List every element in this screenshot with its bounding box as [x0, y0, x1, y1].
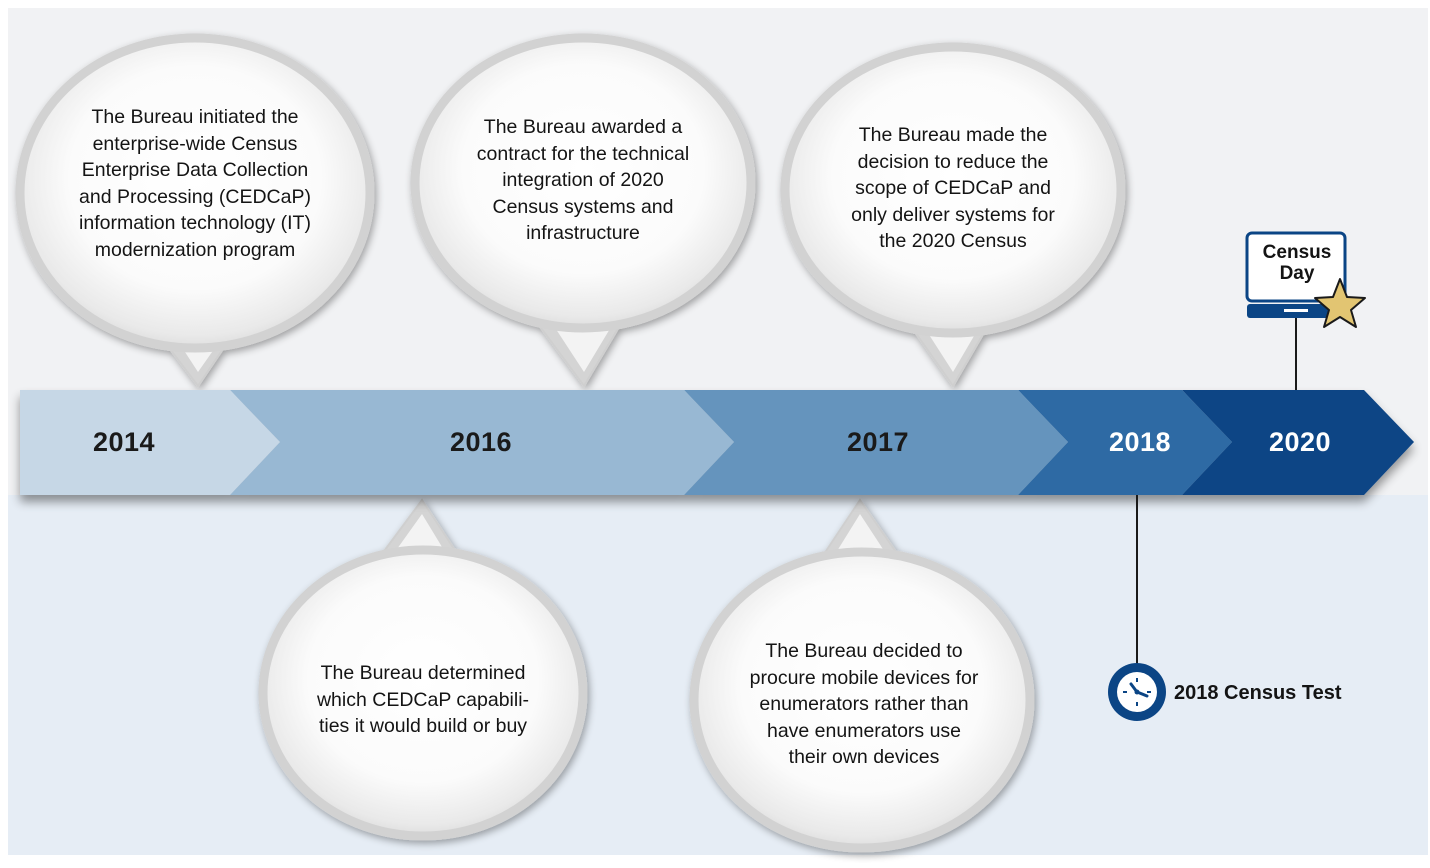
event-text-2017-below: The Bureau decided to procure mobile dev… — [714, 638, 1014, 771]
chevron-2017 — [684, 390, 1068, 495]
census-test-label: 2018 Census Test — [1174, 682, 1342, 704]
event-line: infrastructure — [526, 222, 640, 244]
event-text-2016-above: The Bureau awarded a contract for the te… — [433, 114, 733, 247]
census-day-line: Census — [1262, 242, 1332, 263]
event-text-2014: The Bureau initiated the enterprise-wide… — [45, 104, 345, 263]
event-line: The Bureau made the — [858, 124, 1048, 146]
event-bubble-2016-below — [258, 498, 588, 841]
event-line: The Bureau awarded a — [483, 116, 683, 138]
event-line: and Processing (CEDCaP) — [79, 185, 311, 208]
chevron-2014 — [20, 390, 280, 495]
monitor-star-icon — [1245, 231, 1366, 328]
year-label-2018: 2018 — [1108, 427, 1172, 457]
year-label-2020: 2020 — [1268, 427, 1332, 457]
event-line: Census systems and — [492, 195, 674, 218]
census-day-line: Day — [1279, 263, 1315, 284]
event-line: ties it would build or buy — [318, 715, 528, 737]
event-line: which CEDCaP capabili- — [316, 688, 530, 711]
timeline-band — [20, 390, 1414, 495]
event-line: only deliver systems for — [851, 203, 1055, 226]
event-line: decision to reduce the — [857, 150, 1049, 173]
event-line: their own devices — [788, 746, 940, 768]
event-text-2016-below: The Bureau determined which CEDCaP capab… — [273, 660, 573, 740]
event-line: information technology (IT) — [79, 212, 311, 234]
event-bubble-2016-above — [410, 33, 756, 388]
event-line: Enterprise Data Collection — [81, 159, 309, 181]
census-day-label: Census Day — [1249, 242, 1345, 284]
event-line: The Bureau initiated the — [91, 106, 299, 128]
event-line: contract for the technical — [476, 142, 690, 165]
event-bubble-2014 — [15, 33, 375, 388]
event-line: The Bureau determined — [320, 662, 526, 684]
chevron-2020 — [1182, 390, 1414, 495]
chevron-2016 — [230, 390, 734, 495]
event-line: The Bureau decided to — [765, 640, 963, 662]
event-line: integration of 2020 — [502, 169, 664, 191]
year-label-2014: 2014 — [92, 427, 156, 457]
year-label-2017: 2017 — [846, 427, 910, 457]
event-line: modernization program — [94, 238, 296, 261]
event-bubble-2017-above — [780, 42, 1126, 388]
event-line: enumerators rather than — [759, 693, 969, 715]
clock-icon — [1108, 663, 1166, 721]
event-line: enterprise-wide Census — [92, 132, 298, 155]
event-text-2017-above: The Bureau made the decision to reduce t… — [803, 122, 1103, 255]
event-bubble-2017-below — [689, 498, 1035, 853]
chevron-2018 — [1018, 390, 1232, 495]
year-label-2016: 2016 — [449, 427, 513, 457]
event-line: scope of CEDCaP and — [855, 177, 1051, 199]
event-line: procure mobile devices for — [749, 666, 979, 689]
event-line: have enumerators use — [766, 719, 962, 742]
event-line: the 2020 Census — [879, 230, 1027, 252]
star-icon — [1314, 278, 1366, 328]
